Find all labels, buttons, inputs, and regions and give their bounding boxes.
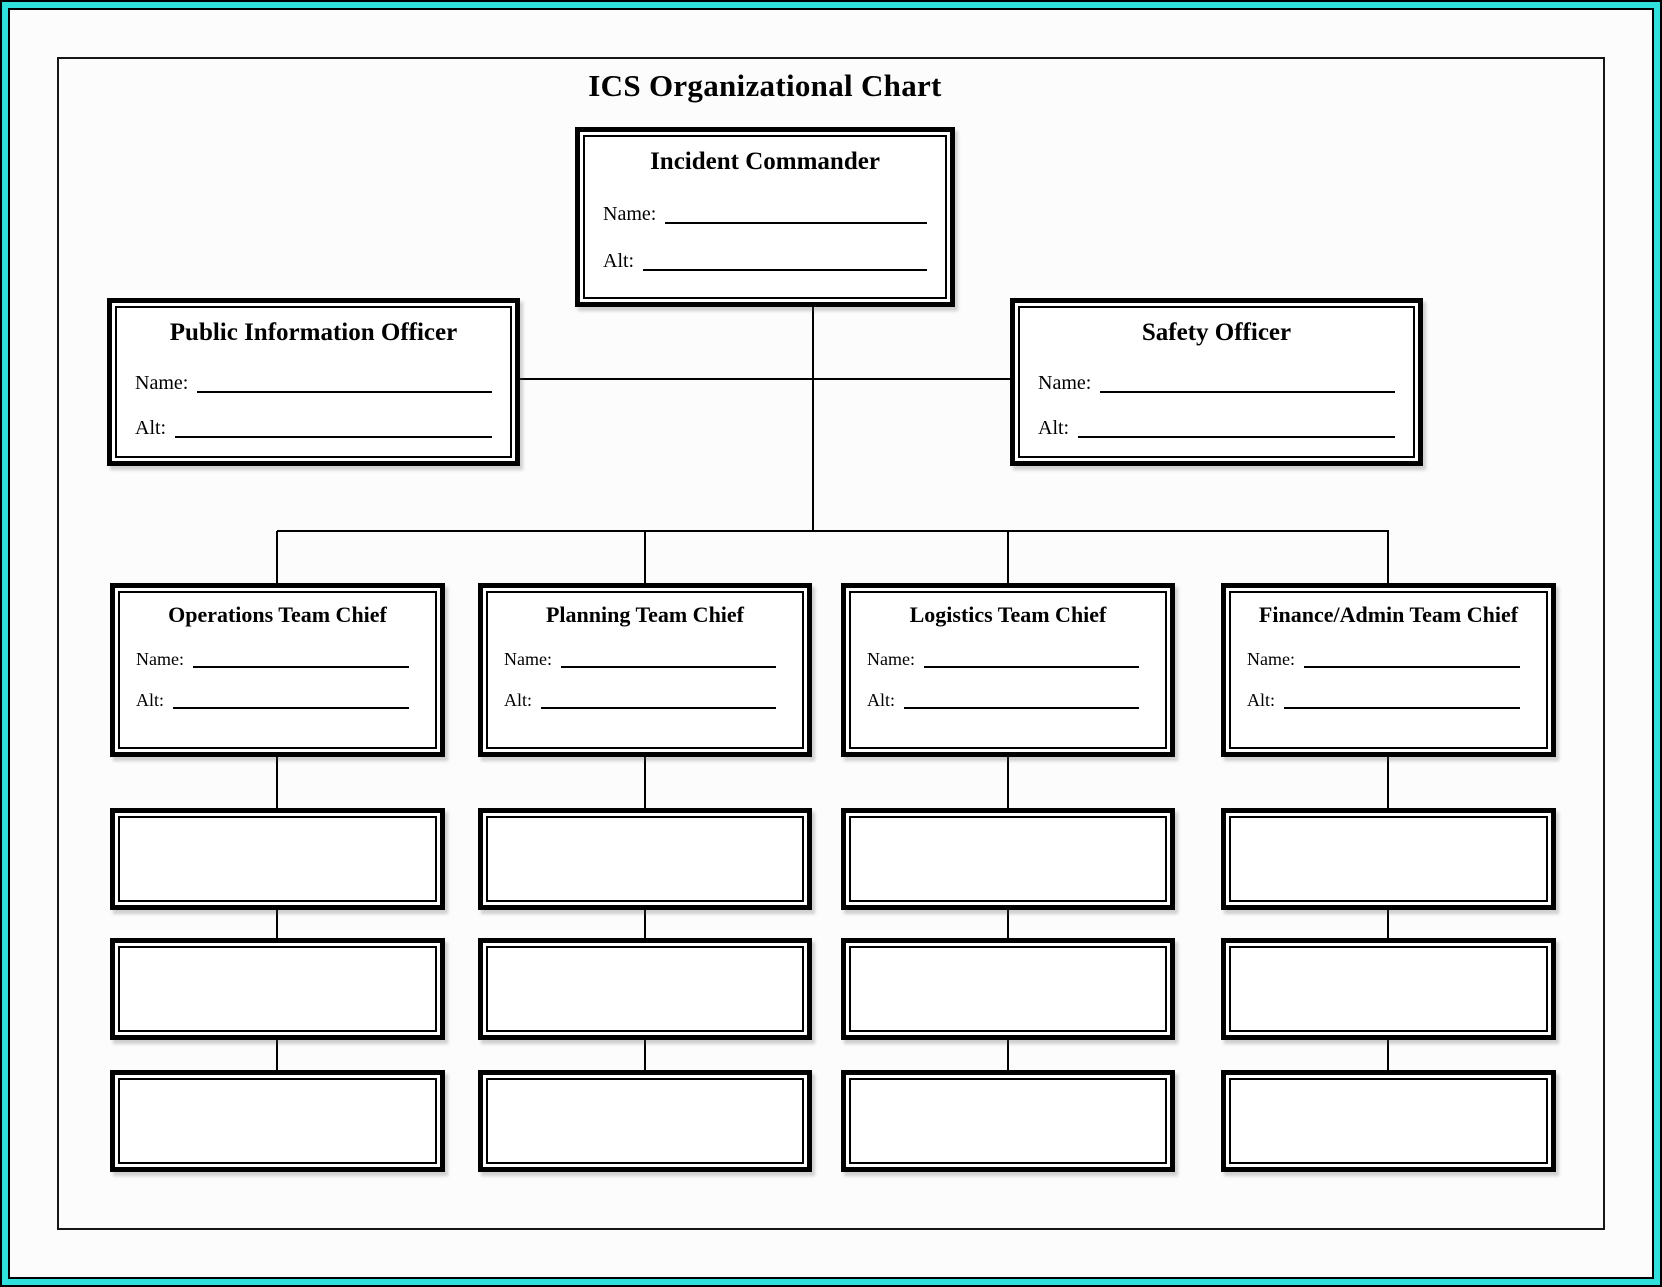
- public-information-officer-title: Public Information Officer: [169, 319, 458, 346]
- operations-subordinate-box-3[interactable]: [110, 1070, 445, 1172]
- incident-commander-title: Incident Commander: [650, 148, 880, 175]
- incident-commander-box: Incident Commander Name: Alt:: [575, 127, 955, 307]
- name-label: Name:: [867, 649, 915, 670]
- alt-label: Alt:: [135, 416, 167, 439]
- connector-planning-row2: [644, 910, 646, 938]
- logistics-team-chief-title: Logistics Team Chief: [909, 602, 1107, 627]
- alt-label: Alt:: [1247, 690, 1276, 711]
- finance-admin-team-chief-alt-field[interactable]: [1284, 695, 1520, 710]
- connector-planning-row1: [644, 757, 646, 808]
- safety-officer-title: Safety Officer: [1141, 319, 1292, 346]
- alt-label: Alt:: [1038, 416, 1070, 439]
- planning-team-chief-box: Planning Team Chief Name: Alt:: [478, 583, 812, 757]
- logistics-subordinate-box-3[interactable]: [841, 1070, 1175, 1172]
- planning-team-chief-name-field[interactable]: [560, 654, 776, 669]
- alt-label: Alt:: [504, 690, 533, 711]
- alt-label: Alt:: [867, 690, 896, 711]
- incident-commander-alt-field[interactable]: [643, 257, 927, 271]
- alt-label: Alt:: [136, 690, 165, 711]
- connector-finance-row1: [1387, 757, 1389, 808]
- safety-officer-name-field[interactable]: [1100, 379, 1395, 393]
- operations-team-chief-title: Operations Team Chief: [168, 602, 387, 627]
- operations-team-chief-alt-field[interactable]: [173, 695, 409, 710]
- finance-subordinate-box-3[interactable]: [1221, 1070, 1556, 1172]
- connector-chiefs-horizontal: [277, 530, 1389, 532]
- finance-admin-team-chief-box: Finance/Admin Team Chief Name: Alt:: [1221, 583, 1556, 757]
- connector-drop-operations: [276, 531, 278, 583]
- name-label: Name:: [1247, 649, 1295, 670]
- page-title: ICS Organizational Chart: [588, 68, 942, 103]
- connector-logistics-row1: [1007, 757, 1009, 808]
- planning-subordinate-box-2[interactable]: [478, 938, 812, 1040]
- finance-subordinate-box-1[interactable]: [1221, 808, 1556, 910]
- operations-subordinate-box-1[interactable]: [110, 808, 445, 910]
- finance-subordinate-box-2[interactable]: [1221, 938, 1556, 1040]
- name-label: Name:: [136, 649, 184, 670]
- operations-subordinate-box-2[interactable]: [110, 938, 445, 1040]
- connector-operations-row3: [276, 1040, 278, 1070]
- name-label: Name:: [603, 202, 657, 225]
- connector-finance-row2: [1387, 910, 1389, 938]
- name-label: Name:: [135, 371, 189, 394]
- connector-operations-row1: [276, 757, 278, 808]
- name-label: Name:: [504, 649, 552, 670]
- name-label: Name:: [1038, 371, 1092, 394]
- logistics-subordinate-box-1[interactable]: [841, 808, 1175, 910]
- connector-finance-row3: [1387, 1040, 1389, 1070]
- connector-planning-row3: [644, 1040, 646, 1070]
- logistics-team-chief-box: Logistics Team Chief Name: Alt:: [841, 583, 1175, 757]
- connector-operations-row2: [276, 910, 278, 938]
- connector-drop-planning: [644, 531, 646, 583]
- logistics-team-chief-name-field[interactable]: [923, 654, 1139, 669]
- content-border-frame: [57, 57, 1605, 1230]
- safety-officer-alt-field[interactable]: [1078, 424, 1395, 438]
- connector-logistics-row3: [1007, 1040, 1009, 1070]
- connector-drop-finance: [1387, 531, 1389, 583]
- incident-commander-name-field[interactable]: [665, 210, 927, 224]
- planning-team-chief-title: Planning Team Chief: [545, 602, 745, 627]
- logistics-team-chief-alt-field[interactable]: [904, 695, 1139, 710]
- safety-officer-box: Safety Officer Name: Alt:: [1010, 298, 1423, 466]
- connector-officers-horizontal: [520, 378, 1010, 380]
- planning-subordinate-box-3[interactable]: [478, 1070, 812, 1172]
- planning-subordinate-box-1[interactable]: [478, 808, 812, 910]
- finance-admin-team-chief-name-field[interactable]: [1303, 654, 1520, 669]
- public-information-officer-name-field[interactable]: [197, 379, 492, 393]
- connector-logistics-row2: [1007, 910, 1009, 938]
- connector-ic-vertical: [812, 306, 814, 531]
- connector-drop-logistics: [1007, 531, 1009, 583]
- operations-team-chief-name-field[interactable]: [192, 654, 409, 669]
- public-information-officer-box: Public Information Officer Name: Alt:: [107, 298, 520, 466]
- public-information-officer-alt-field[interactable]: [175, 424, 492, 438]
- operations-team-chief-box: Operations Team Chief Name: Alt:: [110, 583, 445, 757]
- finance-admin-team-chief-title: Finance/Admin Team Chief: [1258, 602, 1519, 627]
- planning-team-chief-alt-field[interactable]: [541, 695, 776, 710]
- logistics-subordinate-box-2[interactable]: [841, 938, 1175, 1040]
- alt-label: Alt:: [603, 249, 635, 272]
